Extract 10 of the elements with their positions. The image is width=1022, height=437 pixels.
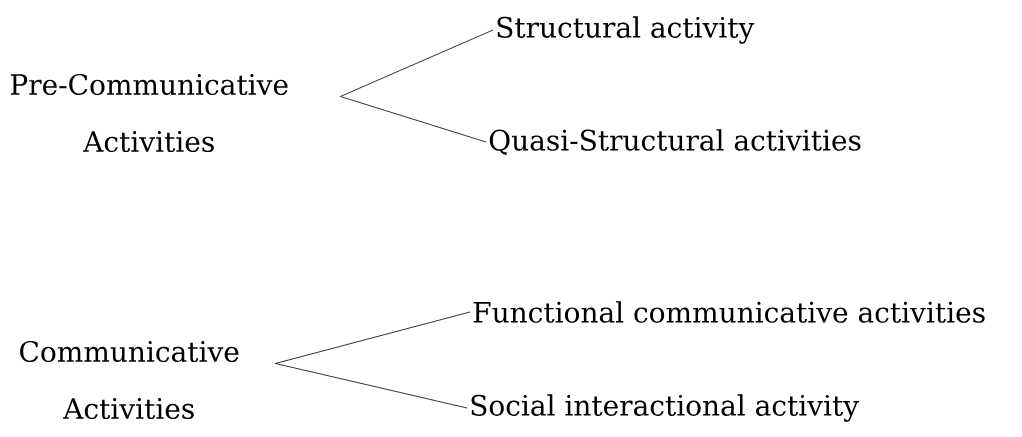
branch-line — [340, 96, 487, 143]
branch-leaf-label: Structural activity — [497, 16, 755, 44]
branch-leaf-label: Quasi-Structural activities — [489, 129, 861, 155]
branch-leaf-label: Functional communicative activities — [473, 301, 985, 323]
branch-line — [275, 311, 471, 364]
branch-line — [340, 29, 494, 97]
branch-line — [275, 363, 468, 409]
branch-leaf-label: Social interactional activity — [471, 394, 859, 422]
branch-root-label: Pre-Communicative Activities — [10, 73, 288, 153]
branch-root-label: Communicative Activities — [20, 340, 239, 420]
